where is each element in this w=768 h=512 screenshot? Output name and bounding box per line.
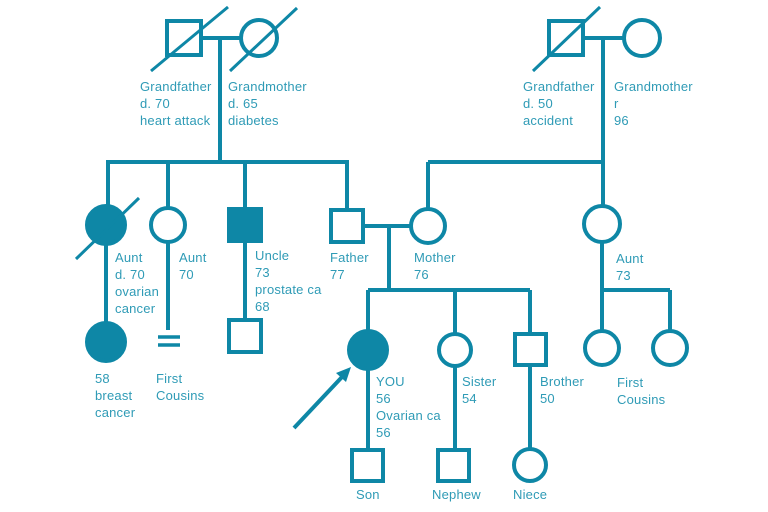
uncle-son-symbol [227, 318, 263, 354]
parents-union [363, 224, 411, 292]
proband-you-symbol [347, 329, 389, 371]
maternal-sibship-line [426, 160, 605, 209]
paternal-grandmother-symbol [228, 6, 299, 73]
maternal-aunt-sibship-line [600, 242, 672, 333]
sister-symbol [437, 332, 473, 368]
father-label: Father 77 [330, 250, 369, 282]
paternal-grandfather-label: Grandfather d. 70 heart attack [140, 79, 212, 128]
brother-label: Brother 50 [540, 374, 585, 406]
maternal-aunt-symbol [582, 204, 622, 244]
first-cousins-equals-symbol [158, 335, 180, 347]
nephew-label: Nephew [432, 487, 481, 502]
aunt-deceased-label: Aunt d. 70 ovarian cancer [115, 250, 160, 316]
aunt-daughter-symbol [85, 321, 127, 363]
proband-you-label: YOU 56 Ovarian ca 56 [376, 374, 441, 440]
paternal-grandparents-union [201, 36, 241, 164]
mother-symbol [409, 207, 447, 245]
uncle-symbol [227, 207, 263, 243]
aunt-70-label: Aunt 70 [179, 250, 207, 282]
maternal-grandparents-union [583, 36, 625, 164]
nephew-symbol [436, 448, 471, 483]
aunt-70-symbol [149, 206, 187, 244]
first-cousins-right-label: First Cousins [617, 375, 666, 407]
son-symbol [350, 448, 385, 483]
niece-symbol [512, 447, 548, 483]
maternal-grandmother-label: Grandmother r 96 [614, 79, 693, 128]
maternal-aunt-label: Aunt 73 [616, 251, 644, 283]
maternal-grandfather-label: Grandfather d. 50 accident [523, 79, 595, 128]
first-cousins-left-label: First Cousins [156, 371, 205, 403]
niece-label: Niece [513, 487, 548, 502]
son-label: Son [356, 487, 380, 502]
mother-label: Mother 76 [414, 250, 456, 282]
maternal-grandfather-symbol [531, 5, 602, 73]
father-symbol [329, 208, 365, 244]
aunt-daughter-label: 58 breast cancer [95, 371, 136, 420]
first-cousin-right-1-symbol [583, 329, 621, 367]
proband-sibship-line [366, 288, 532, 336]
brother-symbol [513, 332, 548, 367]
first-cousin-right-2-symbol [651, 329, 689, 367]
uncle-label: Uncle 73 prostate ca 68 [255, 248, 322, 314]
proband-arrow-icon [292, 367, 351, 430]
paternal-grandfather-symbol [150, 5, 229, 73]
paternal-sibship-line [106, 160, 349, 212]
paternal-grandmother-label: Grandmother d. 65 diabetes [228, 79, 307, 128]
maternal-grandmother-symbol [622, 18, 662, 58]
sister-label: Sister 54 [462, 374, 497, 406]
